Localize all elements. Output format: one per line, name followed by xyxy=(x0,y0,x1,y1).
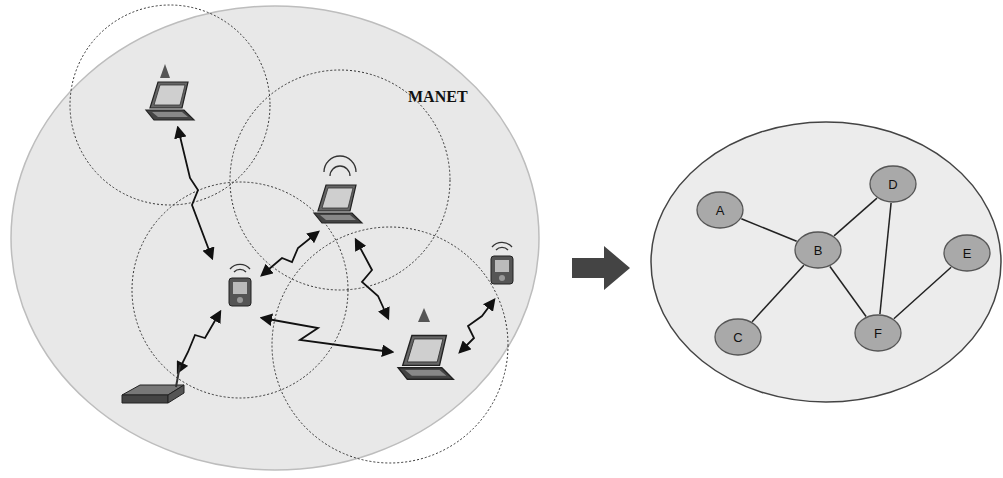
graph-link xyxy=(830,266,866,316)
node-letter: B xyxy=(794,243,842,258)
graph-link xyxy=(752,265,804,321)
node-letter: A xyxy=(696,203,744,218)
graph-node: F xyxy=(854,314,902,352)
node-letter: D xyxy=(869,177,917,192)
graph-node: B xyxy=(794,231,842,269)
network-label: MANET xyxy=(408,88,468,106)
graph-link xyxy=(741,219,796,242)
graph-node: E xyxy=(943,234,991,272)
node-letter: F xyxy=(854,326,902,341)
graph-node: C xyxy=(714,318,762,356)
graph-node: D xyxy=(869,165,917,203)
graph-link xyxy=(834,198,877,236)
node-letter: E xyxy=(943,246,991,261)
graph-node: A xyxy=(696,191,744,229)
node-letter: C xyxy=(714,330,762,345)
graph-link xyxy=(880,203,891,314)
graph-link xyxy=(894,267,951,318)
